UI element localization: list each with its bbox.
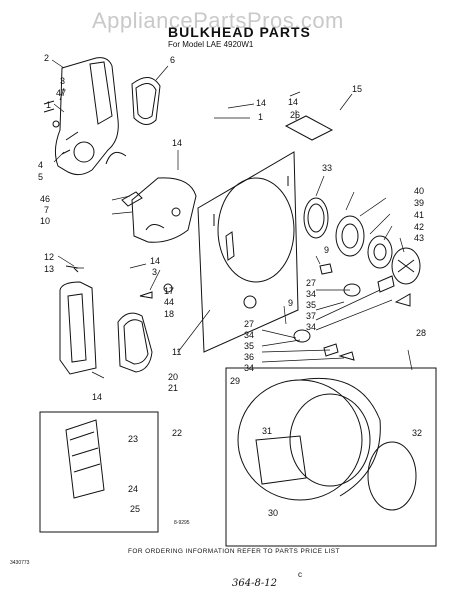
callout-3: 3 <box>60 76 66 86</box>
callout-11: 11 <box>172 347 182 357</box>
callout-4: 4 <box>38 160 44 170</box>
callout-10: 10 <box>40 216 51 226</box>
callout-5: 5 <box>38 172 44 182</box>
callout-27: 27 <box>244 319 255 329</box>
handwritten-note: 364-8-12 <box>232 578 277 589</box>
callout-26: 26 <box>290 110 301 120</box>
callout-21: 21 <box>168 383 179 393</box>
callout-42: 42 <box>414 222 425 232</box>
callout-29: 29 <box>230 376 241 386</box>
callout-14: 14 <box>288 97 299 107</box>
callout-41: 41 <box>414 210 425 220</box>
page-title: BULKHEAD PARTS <box>168 24 311 40</box>
callout-1: 1 <box>258 112 264 122</box>
part-hinge-bracket <box>284 115 334 141</box>
watermark: AppliancePartsPros.com <box>92 8 344 33</box>
callout-40: 40 <box>414 186 425 196</box>
callout-7: 7 <box>44 205 50 215</box>
callout-3: 3 <box>152 267 158 277</box>
part-bracket <box>121 191 143 207</box>
callout-25: 25 <box>130 504 141 514</box>
callout-34: 34 <box>306 289 317 299</box>
callout-6: 6 <box>170 55 176 65</box>
model-subtitle: For Model LAE 4920W1 <box>168 40 254 49</box>
callout-34: 34 <box>244 330 255 340</box>
part-gasket <box>131 77 161 125</box>
callout-24: 24 <box>128 484 139 494</box>
callout-18: 18 <box>164 309 175 319</box>
callout-34: 34 <box>244 363 255 373</box>
callout-31: 31 <box>262 426 273 436</box>
part-bulkhead-panel <box>197 151 299 353</box>
callout-28: 28 <box>416 328 427 338</box>
callout-14: 14 <box>92 392 103 402</box>
callout-46: 46 <box>40 194 51 204</box>
callout-27: 27 <box>306 278 317 288</box>
callout-14: 14 <box>256 98 267 108</box>
part-screws-left <box>43 100 60 128</box>
callout-1: 1 <box>46 100 52 110</box>
part-duct-cover <box>54 57 119 176</box>
part-ring <box>105 151 127 165</box>
callout-43: 43 <box>414 233 425 243</box>
callout-44: 44 <box>164 297 175 307</box>
part-control-board <box>65 419 105 499</box>
callout-34: 34 <box>306 322 317 332</box>
callout-2: 2 <box>44 53 50 63</box>
drawing-code: 8-9295 <box>174 520 190 526</box>
part-lint-duct <box>131 177 197 243</box>
document-code: 3430773 <box>10 560 30 566</box>
callout-37: 37 <box>306 311 317 321</box>
callout-14: 14 <box>172 138 183 148</box>
part-22-box <box>39 411 159 533</box>
callout-15: 15 <box>352 84 363 94</box>
ordering-note: FOR ORDERING INFORMATION REFER TO PARTS … <box>128 548 340 555</box>
part-bearing-group <box>335 215 421 285</box>
part-drum <box>237 377 417 511</box>
part-lint-chute <box>59 281 97 375</box>
callout-23: 23 <box>128 434 139 444</box>
callout-47: 47 <box>56 88 67 98</box>
part-18 <box>117 312 153 373</box>
callout-36: 36 <box>244 352 255 362</box>
part-33 <box>303 197 329 239</box>
callout-35: 35 <box>306 300 317 310</box>
callout-17: 17 <box>164 286 175 296</box>
callout-9: 9 <box>324 245 330 255</box>
tick-mark: c <box>298 570 302 579</box>
callout-32: 32 <box>412 428 423 438</box>
leader-lines <box>51 59 413 379</box>
callout-33: 33 <box>322 163 333 173</box>
callout-12: 12 <box>44 252 55 262</box>
callout-22: 22 <box>172 428 183 438</box>
callout-30: 30 <box>268 508 279 518</box>
callout-39: 39 <box>414 198 425 208</box>
callout-13: 13 <box>44 264 55 274</box>
callout-14: 14 <box>150 256 161 266</box>
callout-20: 20 <box>168 372 179 382</box>
callout-35: 35 <box>244 341 255 351</box>
part-28-box <box>225 367 437 547</box>
callout-9: 9 <box>288 298 294 308</box>
